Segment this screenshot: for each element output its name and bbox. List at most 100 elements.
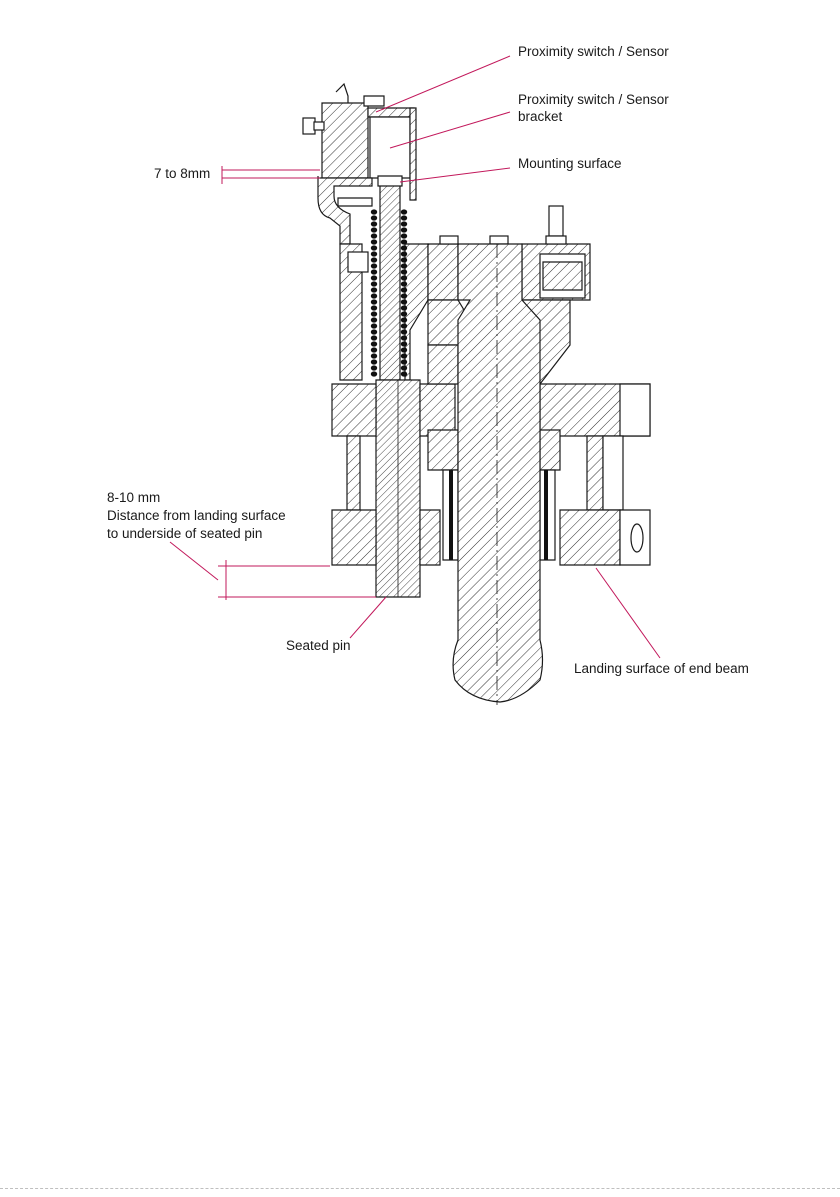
label-sensor: Proximity switch / Sensor xyxy=(518,44,669,59)
spring-coil-turn xyxy=(371,347,377,352)
spring-coil-turn xyxy=(371,317,377,322)
seated-pin xyxy=(376,380,420,597)
bearing-lower-right xyxy=(540,430,560,470)
spring-coil-left xyxy=(371,209,377,376)
sensor-cap xyxy=(364,96,384,106)
label-bracket-line1: Proximity switch / Sensor xyxy=(518,92,669,107)
main-pin-body xyxy=(453,244,542,702)
upper-flange-right-end xyxy=(620,384,650,436)
label-distance-line1: 8-10 mm xyxy=(107,490,160,505)
spring-coil-turn xyxy=(401,323,407,328)
bearing-lower-left xyxy=(428,430,458,470)
bracket-top-plate xyxy=(368,108,414,117)
spring-coil-turn xyxy=(401,341,407,346)
seal-right xyxy=(544,470,548,560)
spring-coil-turn xyxy=(401,221,407,226)
spring-coil-turn xyxy=(401,365,407,370)
spring-coil-turn xyxy=(371,281,377,286)
leader-landing-surface xyxy=(596,568,660,658)
leader-distance xyxy=(170,542,218,580)
spring-coil-turn xyxy=(371,251,377,256)
spring-coil-turn xyxy=(371,287,377,292)
spring-coil-turn xyxy=(371,293,377,298)
right-housing-wall xyxy=(405,244,428,380)
bracket-bolt-head xyxy=(303,118,315,134)
spring-coil-turn xyxy=(401,251,407,256)
upper-collar-left xyxy=(428,244,458,300)
top-bolt-shank xyxy=(549,206,563,236)
page-bottom-edge xyxy=(0,1188,840,1189)
spring-coil-turn xyxy=(371,233,377,238)
label-seated-pin: Seated pin xyxy=(286,638,351,653)
spring-coil-turn xyxy=(371,209,377,214)
spring-coil-turn xyxy=(401,215,407,220)
collar-bolt xyxy=(543,262,582,290)
spring-coil-turn xyxy=(401,305,407,310)
bracket-foot xyxy=(318,176,372,244)
spring-coil-turn xyxy=(401,335,407,340)
bracket-slot xyxy=(338,198,372,206)
spring-coil-turn xyxy=(371,257,377,262)
spring-coil-turn xyxy=(371,275,377,280)
spring-coil-turn xyxy=(371,311,377,316)
spring-coil-turn xyxy=(401,287,407,292)
spring-coil-turn xyxy=(371,215,377,220)
spring-coil-turn xyxy=(401,209,407,214)
main-pin-bolt-left xyxy=(440,236,458,244)
spring-coil-turn xyxy=(401,293,407,298)
main-pin-bolt-right xyxy=(490,236,508,244)
spring-coil-turn xyxy=(401,275,407,280)
spring-coil-turn xyxy=(371,335,377,340)
spring-coil-turn xyxy=(401,359,407,364)
right-spacer xyxy=(587,436,603,510)
label-gap: 7 to 8mm xyxy=(154,166,210,181)
label-distance-line3: to underside of seated pin xyxy=(107,526,262,541)
spring-coil-turn xyxy=(401,347,407,352)
seal-left xyxy=(449,470,453,560)
spring-coil-turn xyxy=(371,227,377,232)
spring-coil-turn xyxy=(401,311,407,316)
spring-coil-turn xyxy=(401,281,407,286)
spring-coil-turn xyxy=(401,329,407,334)
spring-coil-turn xyxy=(401,227,407,232)
upper-flange-left xyxy=(332,384,376,436)
label-distance-line2: Distance from landing surface xyxy=(107,508,286,523)
spring-coil-turn xyxy=(401,269,407,274)
top-bolt-head xyxy=(546,236,566,244)
spring-coil-turn xyxy=(371,239,377,244)
spring-coil-turn xyxy=(401,257,407,262)
spring-coil-turn xyxy=(401,371,407,376)
leader-seated-pin xyxy=(350,597,386,638)
spring-coil-turn xyxy=(371,221,377,226)
upper-flange-inner-left xyxy=(420,384,455,436)
plunger-cap xyxy=(378,176,402,186)
lower-flange-inner-left xyxy=(420,510,440,565)
leader-sensor xyxy=(376,56,510,112)
spring-coil-turn xyxy=(401,263,407,268)
label-bracket-line2: bracket xyxy=(518,109,563,124)
spring-coil-turn xyxy=(401,353,407,358)
bearing-upper-left xyxy=(428,345,458,384)
spring-coil-turn xyxy=(371,269,377,274)
spring-coil-turn xyxy=(371,365,377,370)
left-small-block xyxy=(348,252,368,272)
spring-coil-turn xyxy=(371,371,377,376)
bracket-bolt-shank xyxy=(314,122,324,130)
plunger-rod xyxy=(380,178,400,380)
spring-coil-turn xyxy=(401,299,407,304)
spring-coil-turn xyxy=(371,299,377,304)
spring-coil-turn xyxy=(401,245,407,250)
spring-coil-turn xyxy=(371,329,377,334)
label-mounting-surface: Mounting surface xyxy=(518,156,622,171)
spring-coil-turn xyxy=(371,245,377,250)
lower-flange-left xyxy=(332,510,376,565)
flange-hole xyxy=(631,524,643,552)
spring-coil-turn xyxy=(371,359,377,364)
left-spacer xyxy=(347,436,360,510)
spring-coil-turn xyxy=(401,317,407,322)
lower-flange-right xyxy=(560,510,620,565)
spring-coil-turn xyxy=(371,323,377,328)
bracket-side xyxy=(410,108,416,200)
